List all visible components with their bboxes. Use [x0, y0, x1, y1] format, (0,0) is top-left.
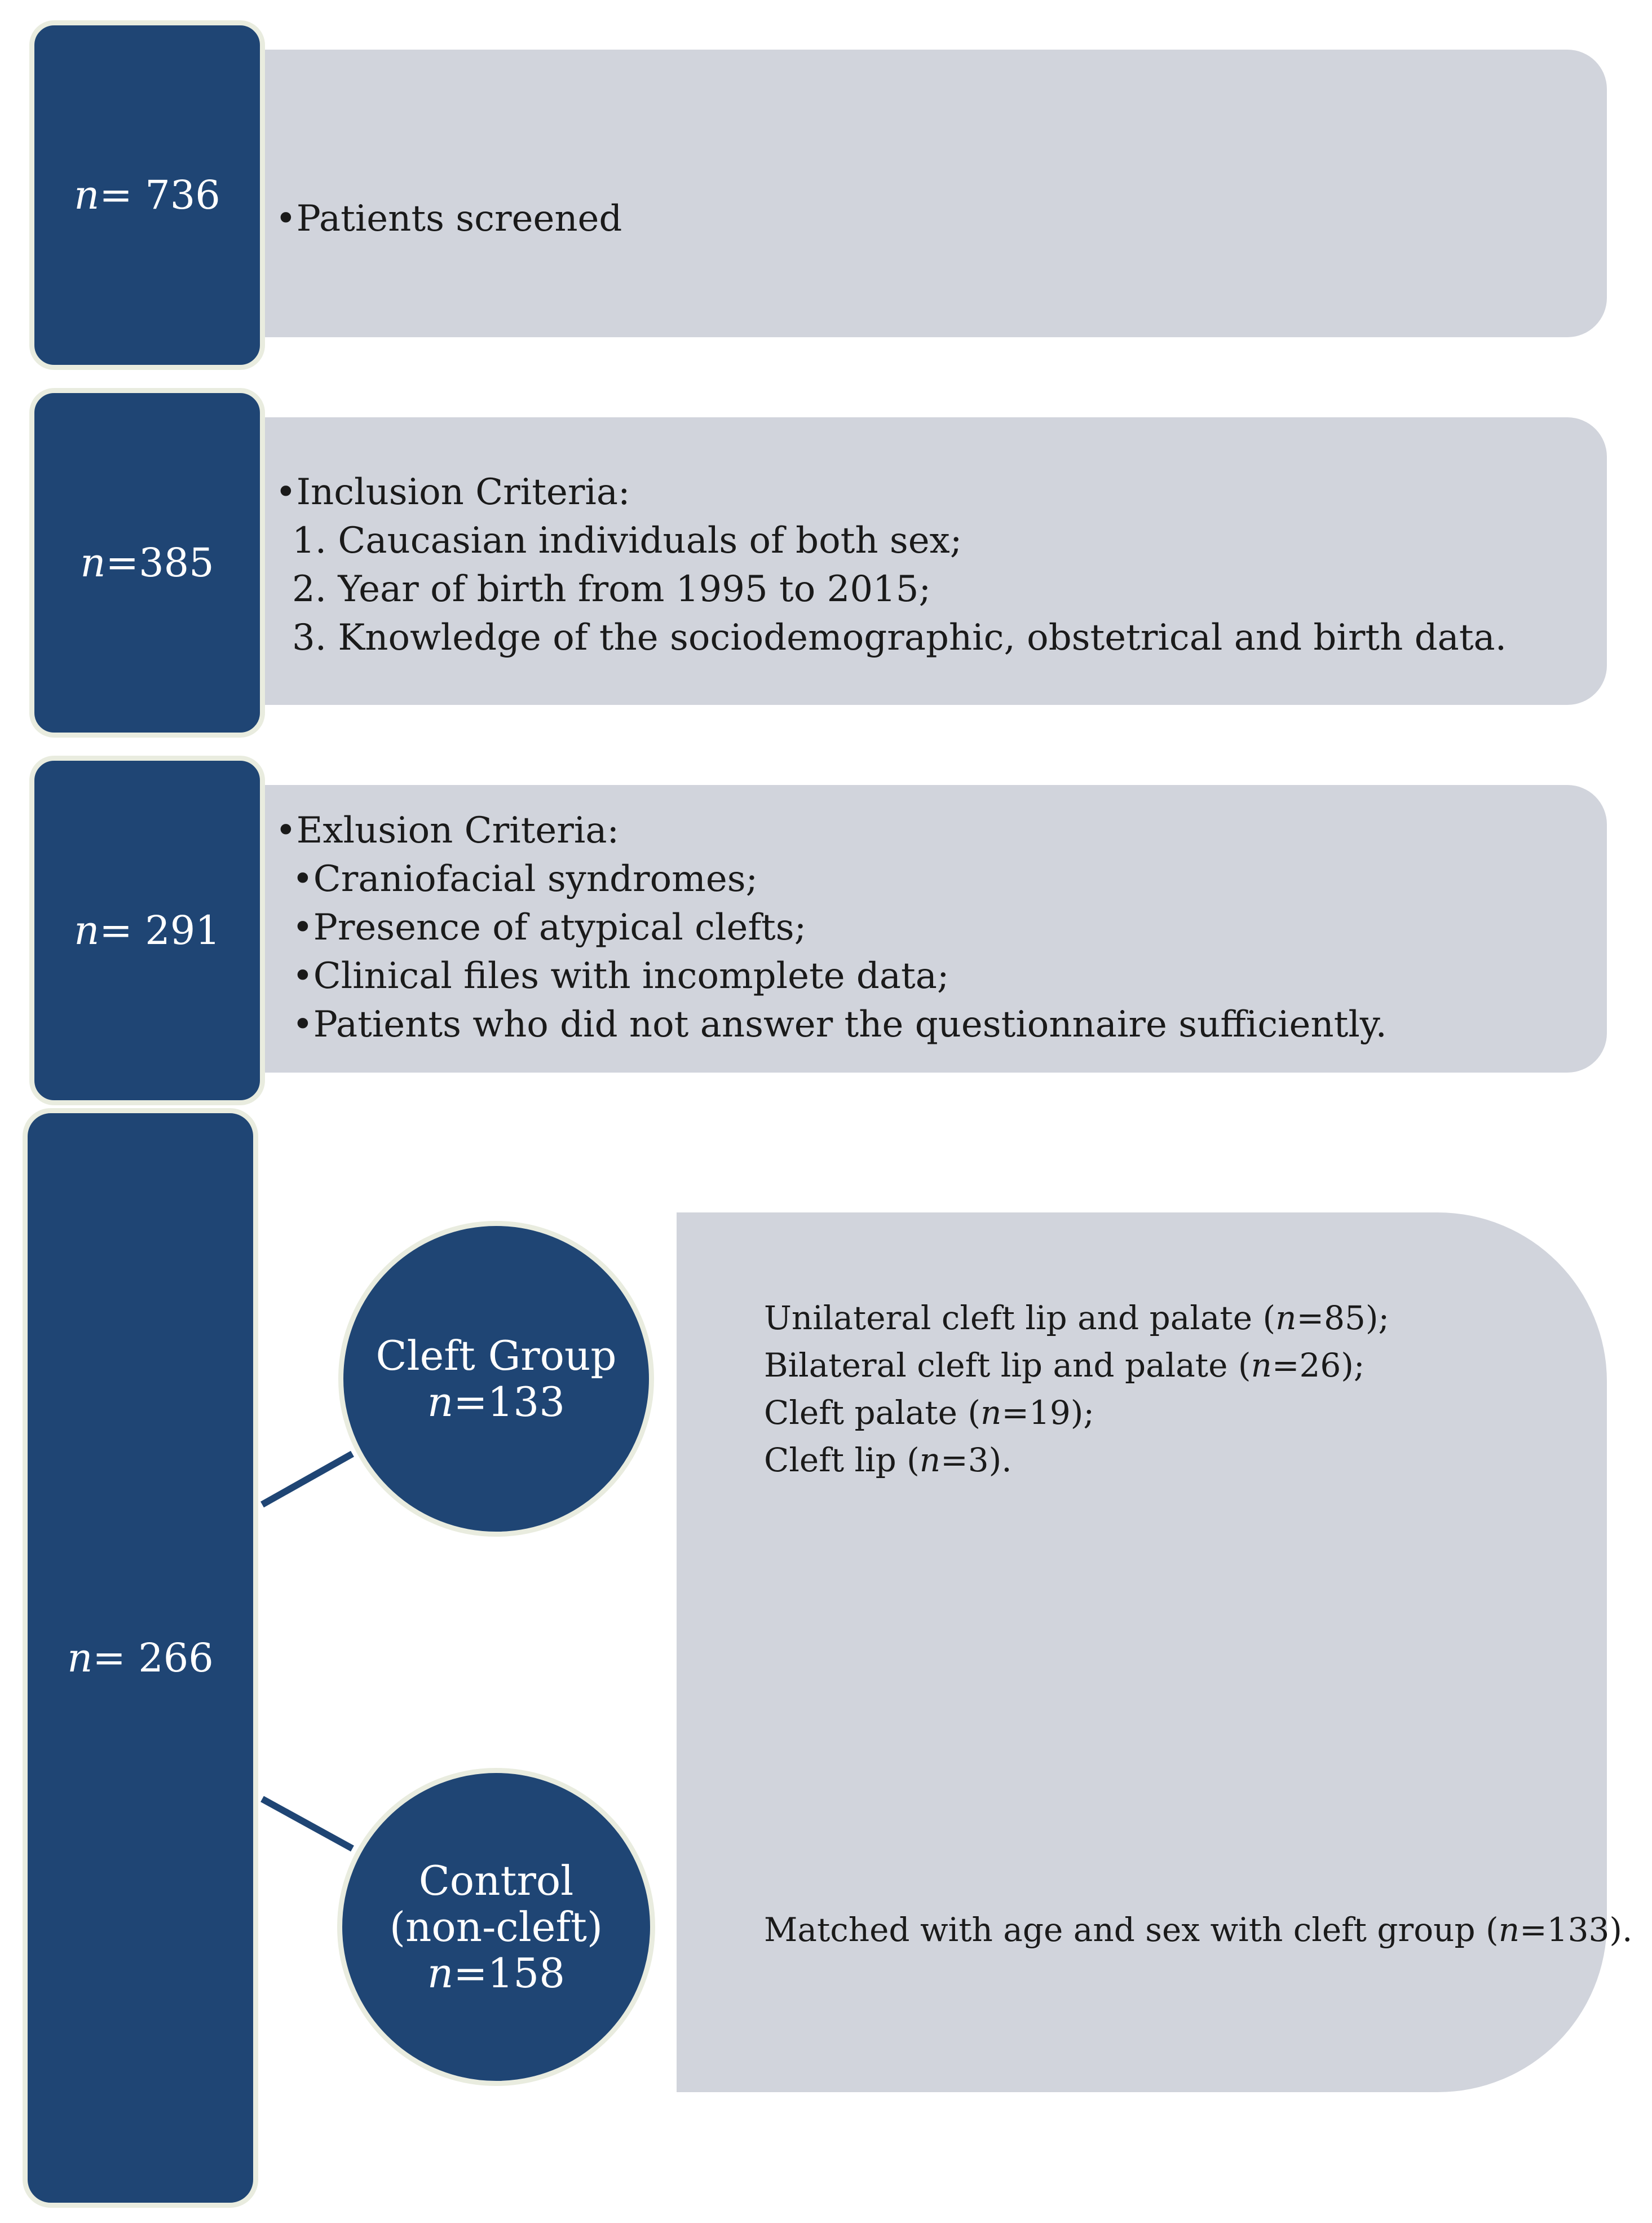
connector-line-control	[260, 1796, 354, 1852]
control-group-title-line2: (non-cleft)	[389, 1903, 603, 1951]
exclusion-item-3: •Clinical files with incomplete data;	[292, 955, 949, 997]
cleft-details-list: Unilateral cleft lip and palate (n=85); …	[764, 1294, 1389, 1484]
cleft-detail-unilateral: Unilateral cleft lip and palate (n=85);	[764, 1299, 1390, 1337]
count-label-final: n= 266	[67, 1635, 214, 1681]
connector-line-cleft	[260, 1450, 354, 1508]
control-detail: Matched with age and sex with cleft grou…	[764, 1911, 1633, 1949]
inclusion-item-1: 1. Caucasian individuals of both sex;	[292, 520, 962, 562]
cleft-group-count: n=133	[427, 1378, 566, 1426]
cleft-detail-lip: Cleft lip (n=3).	[764, 1441, 1012, 1479]
screened-box: •Patients screened	[248, 50, 1607, 337]
count-label-exclusion: n= 291	[74, 907, 220, 954]
count-box-final: n= 266	[23, 1108, 258, 2208]
count-box-screened: n= 736	[29, 20, 265, 370]
groups-details-box: Unilateral cleft lip and palate (n=85); …	[677, 1212, 1632, 2092]
control-group-circle: Control (non-cleft) n=158	[337, 1768, 655, 2086]
count-label-inclusion: n=385	[80, 540, 214, 586]
inclusion-heading: •Inclusion Criteria:	[275, 471, 630, 513]
cleft-detail-palate: Cleft palate (n=19);	[764, 1393, 1094, 1432]
cleft-group-circle: Cleft Group n=133	[338, 1221, 654, 1537]
inclusion-item-2: 2. Year of birth from 1995 to 2015;	[292, 568, 931, 610]
cleft-detail-bilateral: Bilateral cleft lip and palate (n=26);	[764, 1346, 1365, 1384]
count-box-inclusion: n=385	[29, 388, 265, 738]
screened-label: •Patients screened	[275, 198, 622, 240]
control-group-title-line1: Control	[418, 1857, 574, 1904]
count-box-exclusion: n= 291	[29, 756, 265, 1105]
inclusion-item-3: 3. Knowledge of the sociodemographic, ob…	[292, 617, 1507, 659]
count-label-screened: n= 736	[74, 172, 220, 218]
exclusion-item-1: •Craniofacial syndromes;	[292, 858, 758, 900]
exclusion-item-2: •Presence of atypical clefts;	[292, 907, 807, 949]
control-group-count: n=158	[427, 1949, 566, 1997]
exclusion-criteria-box: •Exlusion Criteria: •Craniofacial syndro…	[248, 785, 1607, 1073]
exclusion-heading: •Exlusion Criteria:	[275, 810, 620, 852]
exclusion-item-4: •Patients who did not answer the questio…	[292, 1004, 1387, 1046]
cleft-group-title: Cleft Group	[376, 1332, 617, 1379]
inclusion-criteria-box: •Inclusion Criteria: 1. Caucasian indivi…	[248, 417, 1607, 705]
